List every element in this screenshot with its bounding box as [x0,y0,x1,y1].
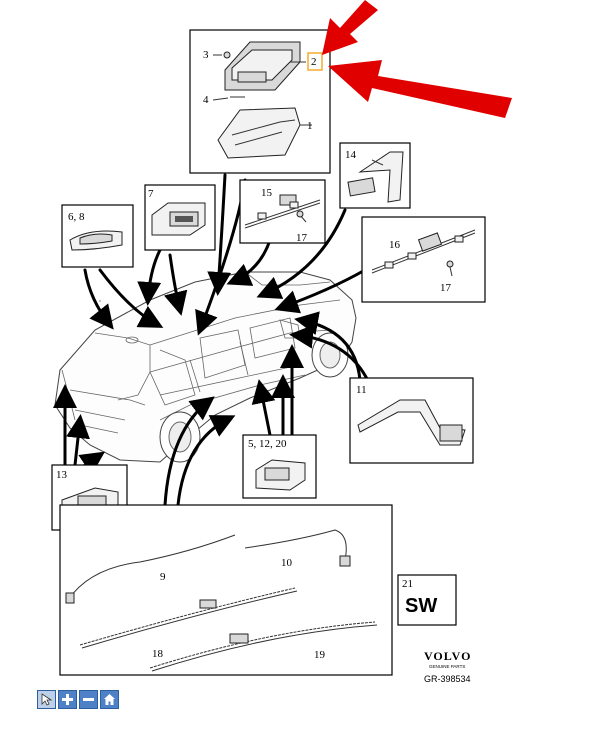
callout-labels: 1 2 3 4 5, 12, 20 6, 8 7 9 10 11 13 14 1… [56,49,452,661]
leader-lines [53,173,372,507]
box-part-14 [339,142,411,209]
zoom-in-icon [62,694,73,705]
box-part-7 [144,184,216,251]
callout-9: 9 [160,571,166,583]
callout-16: 16 [389,239,401,251]
red-pointer-arrows [322,0,512,118]
zoom-toolbar [37,690,119,709]
callout-15: 15 [261,187,273,199]
box-part-6-8 [61,204,134,268]
select-button[interactable] [37,690,56,709]
callout-14: 14 [345,149,357,161]
brand-logo: VOLVO [424,649,471,663]
box-parts-1-4 [189,29,331,174]
callout-7: 7 [148,188,154,200]
box-part-16 [361,216,486,303]
zoom-in-button[interactable] [58,690,77,709]
box-part-11 [349,377,474,464]
callout-10: 10 [281,557,293,569]
callout-6-8: 6, 8 [68,211,85,223]
highlight-box-part-2 [307,52,323,71]
home-icon [104,694,115,705]
callout-18: 18 [152,648,164,660]
sw-label: SW [405,595,437,617]
callout-13: 13 [56,469,68,481]
callout-2: 2 [311,56,317,68]
cursor-icon [41,693,52,706]
vehicle-illustration [54,271,357,463]
callout-19: 19 [314,649,326,661]
brand-block: VOLVO GENUINE PARTS GR-398534 [424,649,471,684]
callout-3: 3 [203,49,209,61]
home-button[interactable] [100,690,119,709]
diagram-id: GR-398534 [424,674,471,684]
box-parts-9-10-18-19 [59,504,393,676]
callout-11: 11 [356,384,367,396]
callout-5-12-20: 5, 12, 20 [248,438,287,450]
zoom-out-button[interactable] [79,690,98,709]
callout-1: 1 [307,120,313,132]
box-part-15 [239,179,326,244]
callout-21: 21 [402,578,413,590]
brand-tagline: GENUINE PARTS [429,664,465,669]
zoom-out-icon [83,698,94,701]
callout-17a: 17 [296,232,308,244]
callout-17b: 17 [440,282,452,294]
box-part-21: SW [397,574,457,626]
box-part-5-12-20 [242,434,317,499]
callout-4: 4 [203,94,209,106]
